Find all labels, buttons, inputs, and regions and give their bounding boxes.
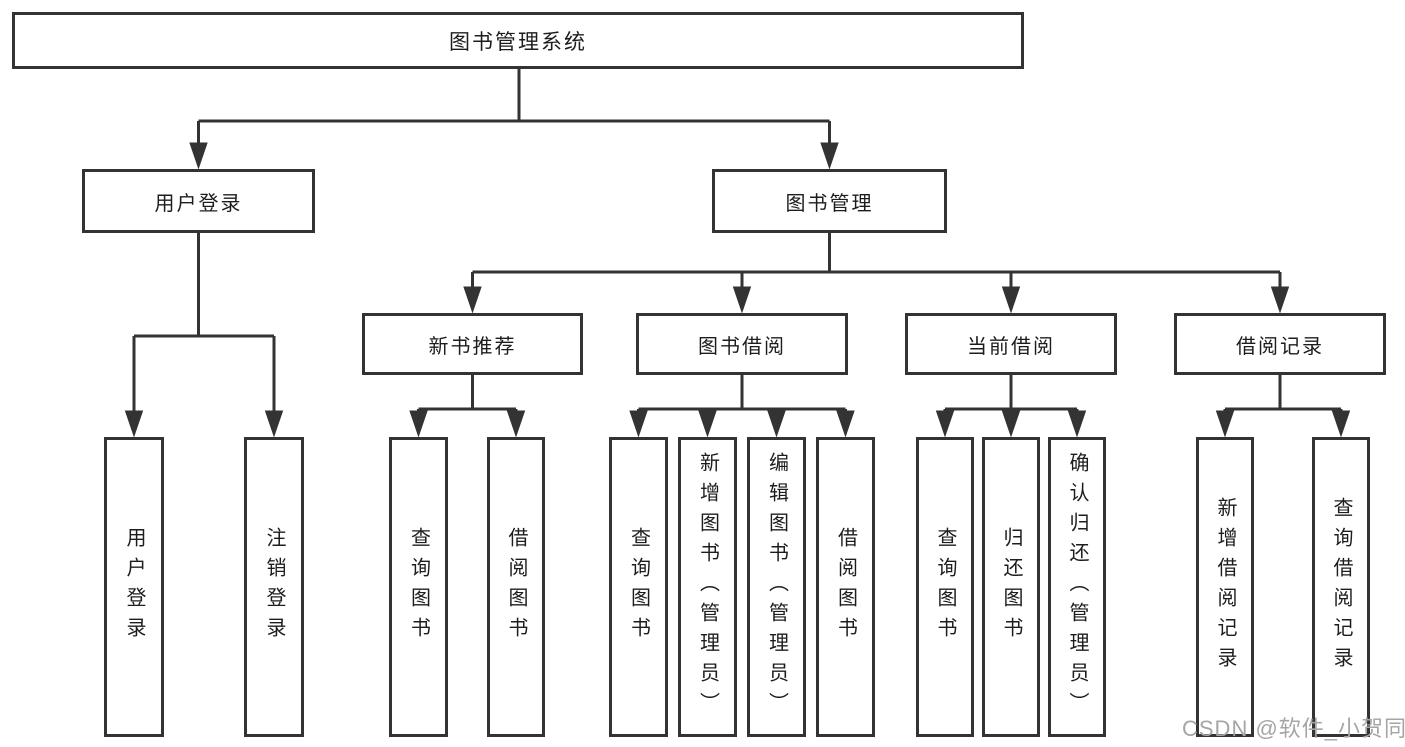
arrowhead <box>506 410 526 438</box>
arrowhead <box>698 410 717 438</box>
node-label: 查询图书 <box>934 527 956 647</box>
arrowhead <box>124 410 144 438</box>
connector-user-login-to-leaves <box>124 232 284 438</box>
node-label: 注销登录 <box>263 527 285 647</box>
node-current-borrowing: 当前借阅 <box>905 313 1117 375</box>
node-label: 用户登录 <box>123 527 145 647</box>
node-borrowing-records: 借阅记录 <box>1174 313 1386 375</box>
node-new-book-recommendation: 新书推荐 <box>362 313 583 375</box>
arrowhead <box>629 410 648 438</box>
leaf-confirm-return-admin: 确认归还（管理员） <box>1048 437 1106 737</box>
leaf-edit-book-admin: 编辑图书（管理员） <box>747 437 806 737</box>
arrowhead <box>264 410 284 438</box>
node-label: 查询图书 <box>627 527 650 647</box>
arrowhead <box>1001 410 1021 438</box>
leaf-borrow-books-borrow: 借阅图书 <box>816 437 875 737</box>
connector-book-mgmt-to-level3 <box>463 232 1290 314</box>
node-label: 查询图书 <box>407 527 430 647</box>
arrowhead <box>767 410 786 438</box>
arrowhead <box>1067 410 1087 438</box>
arrowhead <box>935 410 955 438</box>
node-book-borrowing: 图书借阅 <box>636 313 848 375</box>
arrowhead <box>409 410 428 438</box>
leaf-add-borrow-record: 新增借阅记录 <box>1196 437 1254 737</box>
node-label: 确认归还（管理员） <box>1066 452 1088 722</box>
leaf-borrow-books-newbook: 借阅图书 <box>487 437 545 737</box>
leaf-add-book-admin: 新增图书（管理员） <box>678 437 737 737</box>
connector-records-to-leaves <box>1215 375 1351 438</box>
arrowhead <box>820 142 839 170</box>
arrowhead <box>1331 410 1351 438</box>
leaf-query-books-current: 查询图书 <box>916 437 974 737</box>
leaf-query-books-borrow: 查询图书 <box>609 437 668 737</box>
node-label: 图书借阅 <box>698 335 786 358</box>
connector-root-to-level2 <box>189 69 839 170</box>
node-system-root: 图书管理系统 <box>12 12 1024 69</box>
leaf-query-borrow-record: 查询借阅记录 <box>1312 437 1370 737</box>
arrowhead <box>189 142 208 170</box>
leaf-user-login: 用户登录 <box>104 437 164 737</box>
node-label: 借阅记录 <box>1236 335 1324 358</box>
node-label: 图书管理 <box>785 192 874 215</box>
connector-borrow-to-leaves <box>629 375 855 438</box>
connector-current-to-leaves <box>935 375 1087 438</box>
arrowhead <box>463 286 482 314</box>
csdn-watermark: CSDN @软件_小贺同学 <box>1182 716 1405 741</box>
connector-newbook-to-leaves <box>409 375 526 438</box>
node-label: 查询借阅记录 <box>1330 497 1352 677</box>
arrowhead <box>1215 410 1235 438</box>
arrowhead <box>732 286 752 314</box>
node-label: 用户登录 <box>154 192 243 215</box>
node-label: 借阅图书 <box>834 527 857 647</box>
leaf-query-books-newbook: 查询图书 <box>389 437 448 737</box>
node-book-management: 图书管理 <box>712 169 947 233</box>
arrowhead <box>1001 286 1021 314</box>
node-label: 图书管理系统 <box>449 30 587 54</box>
arrowhead <box>1270 286 1290 314</box>
node-label: 当前借阅 <box>967 335 1055 358</box>
node-label: 借阅图书 <box>505 527 527 647</box>
leaf-logout: 注销登录 <box>244 437 304 737</box>
node-label: 新书推荐 <box>428 335 517 358</box>
node-label: 编辑图书（管理员） <box>765 452 788 722</box>
leaf-return-book: 归还图书 <box>982 437 1040 737</box>
node-label: 新增借阅记录 <box>1214 497 1236 677</box>
node-user-login: 用户登录 <box>82 169 315 233</box>
node-label: 新增图书（管理员） <box>696 452 719 722</box>
arrowhead <box>836 410 855 438</box>
node-label: 归还图书 <box>1000 527 1022 647</box>
